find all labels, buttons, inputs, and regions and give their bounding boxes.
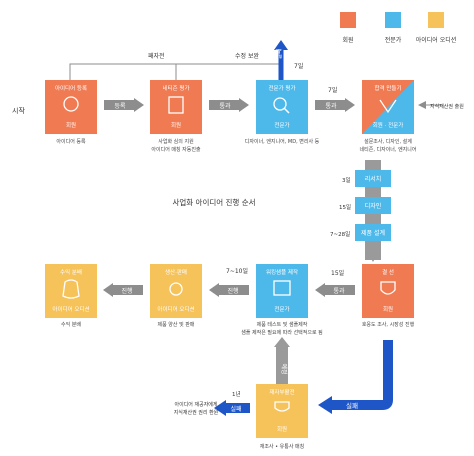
days-3: 3일 xyxy=(342,176,351,184)
diagram-title: 사업화 아이디어 진행 순서 xyxy=(172,197,255,207)
arrow-sale-2: 진행 7~10일 xyxy=(209,267,249,297)
stage-revenue-role: 아이디어 오디션 xyxy=(52,305,89,313)
stage-netizen-desc-1: 사업화 심의 지원 xyxy=(158,138,194,145)
stage-meeting-desc-1: 설문조사, 디자인, 설계 xyxy=(364,138,412,145)
money-bag-icon xyxy=(62,279,80,299)
legend-swatch-member xyxy=(340,12,356,28)
owner-note-1: 아이디어 재공자에게 xyxy=(175,401,218,408)
sale-label-1: 진행 xyxy=(121,287,132,295)
stage-prototype-desc-2: 샘플 제작은 필요에 따라 선택적으로 됨 xyxy=(241,329,323,336)
stage-final: 결 선 회원 호응도 조사, 시장성 진행 xyxy=(362,264,415,328)
days-7b: 7일 xyxy=(328,86,337,94)
stage-revenue-title: 수익 분배 xyxy=(60,268,82,276)
stage-production-title: 생산·판매 xyxy=(165,268,187,276)
stage-rights-role: 회원 xyxy=(277,425,287,433)
trophy-icon xyxy=(380,281,396,295)
pass-label-3: 통과 xyxy=(333,287,345,295)
days-7-10: 7~10일 xyxy=(226,267,248,275)
stage-meeting-role: 회원 · 전문가 xyxy=(373,121,404,129)
stage-idea-desc: 아이디어 등록 xyxy=(56,138,86,145)
ip-notice-label: 지식재산권 출원 xyxy=(430,103,464,110)
fail-owner-label: 실패 xyxy=(230,405,241,413)
stage-final-role: 회원 xyxy=(383,305,393,313)
stage-netizen-desc-2: 아이디어 매칭 자동진출 xyxy=(151,146,201,153)
stage-netizen-role: 회원 xyxy=(171,121,181,129)
arrow-register: 등록 xyxy=(104,98,144,112)
fail-back-label: 패자전 xyxy=(148,52,165,60)
stage-expert-role: 전문가 xyxy=(274,121,289,129)
legend-label-expert: 전문가 xyxy=(385,36,402,44)
stage-rights-title: 재자부활전 xyxy=(269,388,294,396)
days-7-28: 7~28일 xyxy=(330,230,350,238)
stage-idea-role: 회원 xyxy=(66,121,76,129)
legend-label-member: 회원 xyxy=(342,36,353,44)
pass-label-1: 통과 xyxy=(219,102,231,110)
step-research: 리서치 xyxy=(365,175,382,183)
cube-icon xyxy=(273,280,291,296)
stage-production-desc: 제품 양산 및 판매 xyxy=(158,321,195,328)
feedback-loop: 패자전 수정 보완 실패 7일 xyxy=(69,40,303,80)
arrow-pass-2: 통과 7일 xyxy=(315,86,355,112)
stage-expert: 전문가 평가 전문가 디자이너, 엔지니어, MD, 변리사 등 xyxy=(245,80,320,145)
handshake-icon xyxy=(379,99,397,114)
register-label: 등록 xyxy=(114,103,126,110)
sale-label-2: 진행 xyxy=(227,287,238,295)
fail-path: 실패 xyxy=(318,340,393,414)
arrow-sale-1: 진행 xyxy=(103,283,143,297)
fail-main-label: 실패 xyxy=(346,401,358,410)
stage-expert-desc: 디자이너, 엔지니어, MD, 변리사 등 xyxy=(245,138,320,145)
legend-label-audition: 아이디어 오디션 xyxy=(416,36,457,44)
stage-netizen-title: 네티즌 평가 xyxy=(162,84,189,92)
days-15: 15일 xyxy=(339,203,351,211)
legend-swatch-expert xyxy=(385,12,401,28)
revise-label: 수정 보완 xyxy=(235,52,259,60)
arrow-pass-1: 통과 xyxy=(209,98,249,112)
start-label: 시작 xyxy=(12,106,25,115)
research-steps: 리서치 3일 디자인 15일 제품 설계 7~28일 xyxy=(330,160,391,262)
bulb-icon xyxy=(63,96,79,112)
document-icon xyxy=(168,96,184,114)
stage-meeting: 합격 만들기 회원 · 전문가 설문조사, 디자인, 설계 네티즌, 디자이너,… xyxy=(360,80,417,153)
days-7a: 7일 xyxy=(294,62,303,70)
stage-production: 생산·판매 아이디어 오디션 제품 양산 및 판매 xyxy=(150,264,202,328)
stage-prototype-desc-1: 제품 테스트 및 샘플제작 xyxy=(257,321,308,328)
gear-icon xyxy=(169,282,183,296)
trophies-icon xyxy=(274,401,290,412)
magnifier-icon xyxy=(273,97,287,111)
stage-revenue-desc: 수익 분배 xyxy=(61,321,81,328)
stage-idea: 아이디어 등록 회원 아이디어 등록 xyxy=(45,80,97,145)
stage-idea-title: 아이디어 등록 xyxy=(55,84,87,92)
stage-meeting-title: 합격 만들기 xyxy=(374,84,401,92)
arrow-prep: 예정 xyxy=(274,337,290,385)
stage-prototype-title: 워킹샘플 제작 xyxy=(266,268,298,276)
stage-expert-title: 전문가 평가 xyxy=(268,84,295,92)
stage-production-role: 아이디어 오디션 xyxy=(157,305,194,313)
pass-label-2: 통과 xyxy=(325,102,337,110)
owner-return: 실패 1년 아이디어 재공자에게 지식재산권 권리 환원 xyxy=(174,390,250,416)
stage-prototype-role: 전문가 xyxy=(274,305,289,313)
stage-final-title: 결 선 xyxy=(382,268,394,276)
fail-top-label: 실패 xyxy=(275,48,283,59)
stage-rights: 재자부활전 회원 재조사 • 유통사 매칭 xyxy=(256,384,308,450)
ip-notice: 지식재산권 출원 xyxy=(418,101,464,110)
stage-netizen: 네티즌 평가 회원 사업화 심의 지원 아이디어 매칭 자동진출 xyxy=(150,80,202,153)
owner-note-2: 지식재산권 권리 환원 xyxy=(174,409,219,416)
stage-rights-desc: 재조사 • 유통사 매칭 xyxy=(260,443,305,450)
stage-final-desc: 호응도 조사, 시장성 진행 xyxy=(362,321,415,328)
legend-swatch-audition xyxy=(428,12,444,28)
days-15b: 15일 xyxy=(331,269,344,277)
stage-prototype: 워킹샘플 제작 전문가 제품 테스트 및 샘플제작 샘플 제작은 필요에 따라 … xyxy=(241,264,323,336)
stage-meeting-desc-2: 네티즌, 디자이너, 엔지니어 xyxy=(360,146,417,153)
legend: 회원 전문가 아이디어 오디션 xyxy=(340,12,456,44)
stage-revenue: 수익 분배 아이디어 오디션 수익 분배 xyxy=(45,264,97,328)
prep-label: 예정 xyxy=(280,363,288,374)
days-1y: 1년 xyxy=(232,390,241,398)
arrow-pass-3: 통과 15일 xyxy=(315,269,355,297)
step-design: 디자인 xyxy=(365,202,382,210)
step-engineering: 제품 설계 xyxy=(361,229,385,237)
